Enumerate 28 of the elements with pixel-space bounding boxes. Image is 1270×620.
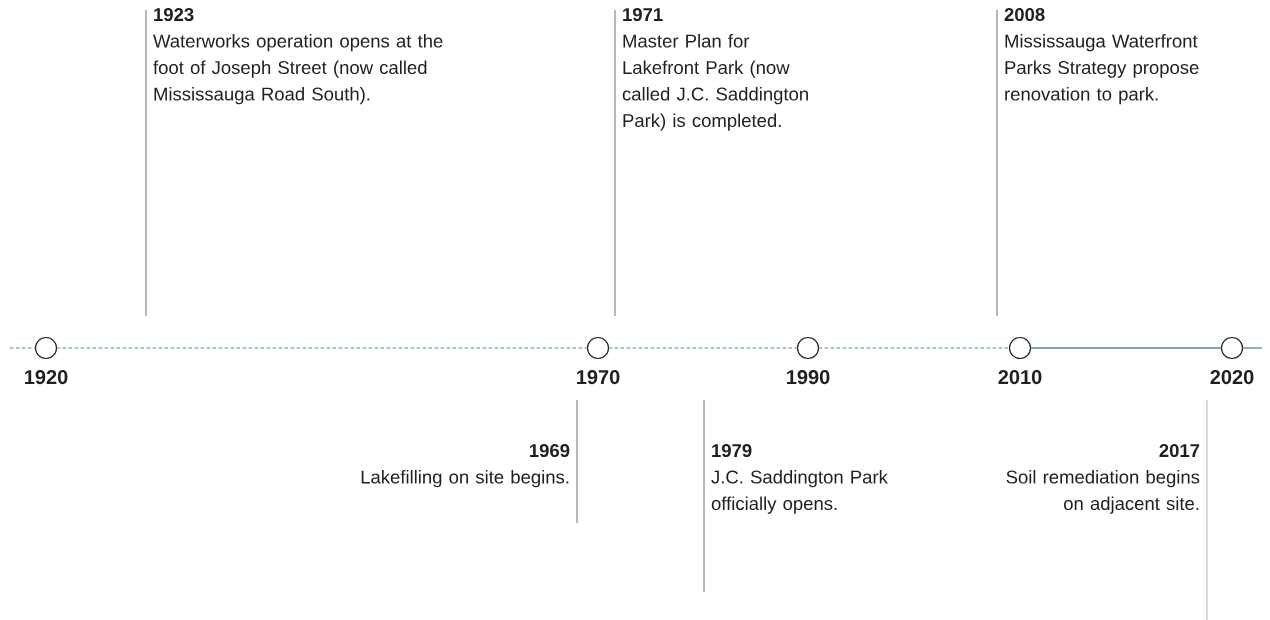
- timeline-axis: [608, 347, 798, 349]
- event-description: Waterworks operation opens at the foot of Joseph Street (now called Mississauga Road South).: [153, 34, 443, 105]
- axis-stub: [1241, 347, 1263, 349]
- event-description: Master Plan for Lakefront Park (now called J.C. Saddington Park) is completed.: [622, 34, 808, 131]
- event-description: Mississauga Waterfront Parks Strategy propose renovation to park.: [1005, 34, 1199, 105]
- timeline-axis: [56, 347, 588, 349]
- year-label: 1920: [25, 370, 68, 385]
- event-year: 1971: [623, 8, 663, 22]
- event-year: 2017: [1159, 444, 1200, 458]
- event-year: 1979: [712, 444, 752, 458]
- timeline-axis: [1029, 347, 1223, 349]
- event-description: Soil remediation begins on adjacent site.: [1006, 470, 1200, 514]
- timeline-dot: [34, 336, 58, 360]
- year-label: 1970: [577, 370, 620, 385]
- timeline-dot: [1220, 336, 1244, 360]
- event-description: Lakefilling on site begins.: [361, 470, 569, 488]
- year-label: 1990: [787, 370, 830, 385]
- timeline-dot: [586, 336, 610, 360]
- timeline-axis: [818, 347, 1010, 349]
- axis-stub: [9, 347, 36, 349]
- event-year: 1969: [530, 444, 570, 458]
- event-year: 2008: [1004, 8, 1045, 22]
- timeline-dot: [796, 336, 820, 360]
- event-year: 1923: [154, 8, 194, 22]
- timeline-dot: [1008, 336, 1032, 360]
- year-label: 2020: [1210, 370, 1254, 385]
- event-description: J.C. Saddington Park officially opens.: [711, 470, 888, 514]
- year-label: 2010: [998, 370, 1042, 385]
